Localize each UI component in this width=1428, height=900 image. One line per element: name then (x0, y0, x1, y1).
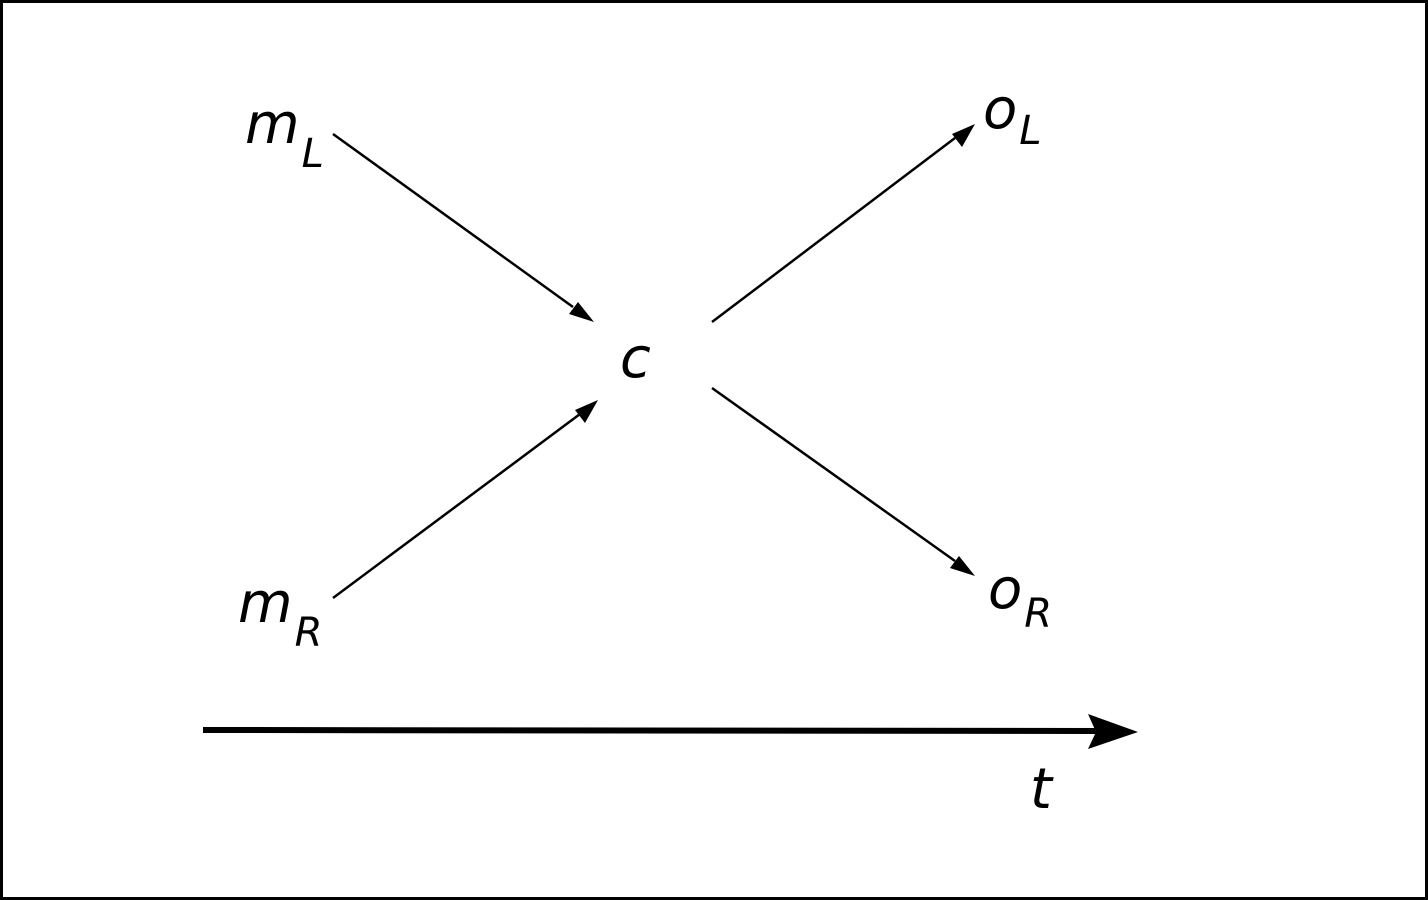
node-o-left: oL (983, 77, 1042, 154)
node-o-right: oR (988, 557, 1052, 637)
edge-c-to-o-right (711, 386, 975, 576)
edge-m-right-to-c (332, 400, 598, 600)
edge-m-left-to-c (332, 132, 594, 322)
node-c: c (620, 326, 651, 391)
node-m-right: mR (238, 571, 322, 656)
node-m-left: mL (245, 92, 324, 177)
time-axis-label: t (1030, 757, 1054, 822)
edge-c-to-o-left (711, 124, 975, 323)
time-axis (202, 714, 1138, 749)
